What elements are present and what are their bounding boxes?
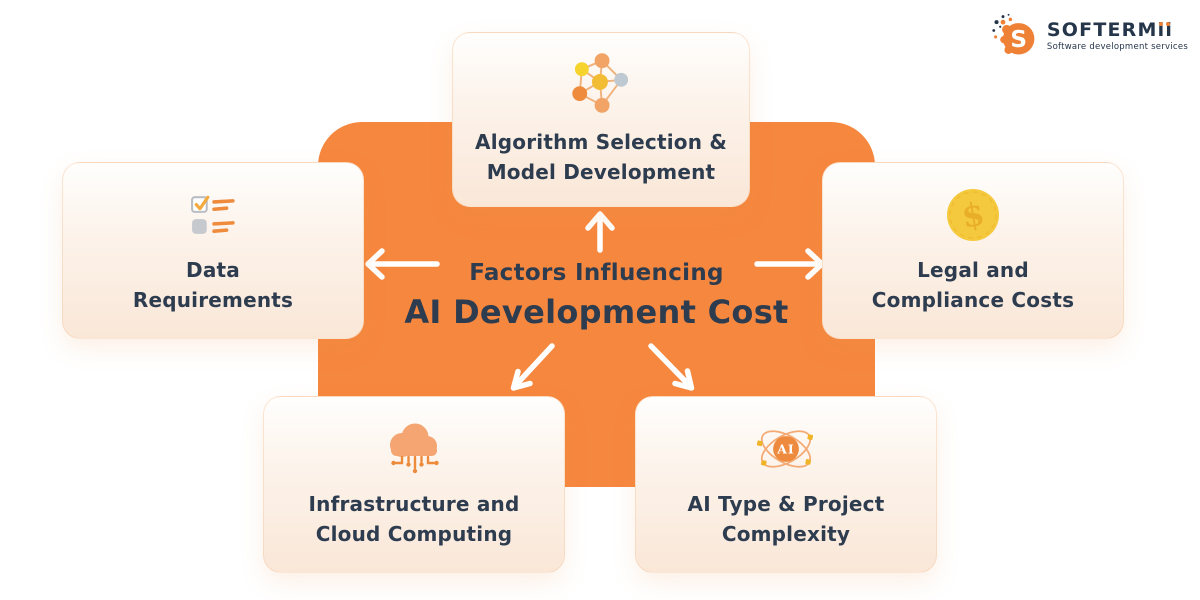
card-label: AI Type & Project Complexity [688, 489, 885, 549]
ai-atom-label: AI [776, 442, 794, 457]
card-label-line2: Model Development [486, 160, 716, 184]
card-label: Data Requirements [133, 255, 293, 315]
card-label-line1: Algorithm Selection & [475, 130, 727, 154]
card-label-line1: AI Type & Project [687, 492, 885, 516]
diagram-title: Factors Influencing AI Development Cost [318, 260, 875, 331]
card-label-line1: Legal and [917, 258, 1029, 282]
diagram-title-line1: Factors Influencing [469, 260, 724, 286]
card-infrastructure-cloud: Infrastructure and Cloud Computing [263, 396, 565, 573]
card-label-line1: Infrastructure and [308, 492, 520, 516]
logo-tagline: Software development services [1046, 42, 1188, 52]
brand-ii: ii [1158, 20, 1173, 40]
neural-network-icon [567, 47, 635, 119]
card-algorithm-selection: Algorithm Selection & Model Development [452, 32, 750, 207]
brand-main: SOFTERM [1046, 19, 1158, 41]
card-label: Algorithm Selection & Model Development [475, 127, 727, 187]
card-label: Legal and Compliance Costs [872, 255, 1074, 315]
card-label-line2: Complexity [721, 522, 851, 546]
diagram-title-line2: AI Development Cost [404, 293, 789, 331]
ai-atom-icon: AI [753, 417, 819, 481]
card-label-line2: Cloud Computing [315, 522, 513, 546]
card-ai-type-complexity: AI AI Type & Project Complexity [635, 396, 937, 573]
card-legal-compliance: $ Legal and Compliance Costs [822, 162, 1124, 339]
card-label-line2: Requirements [132, 288, 294, 312]
card-label-line1: Data [186, 258, 240, 282]
brand-i-dot-icon [1166, 21, 1171, 26]
brand-i-dot-icon [1158, 21, 1163, 26]
card-data-requirements: Data Requirements [62, 162, 364, 339]
card-label-line2: Compliance Costs [871, 288, 1075, 312]
logo-s-letter: S [1010, 27, 1027, 53]
card-label: Infrastructure and Cloud Computing [308, 489, 519, 549]
dollar-coin-icon: $ [945, 183, 1001, 247]
softermii-logo-mark-icon: S [992, 13, 1035, 55]
cloud-circuit-icon [382, 417, 446, 481]
checklist-icon [190, 183, 236, 247]
